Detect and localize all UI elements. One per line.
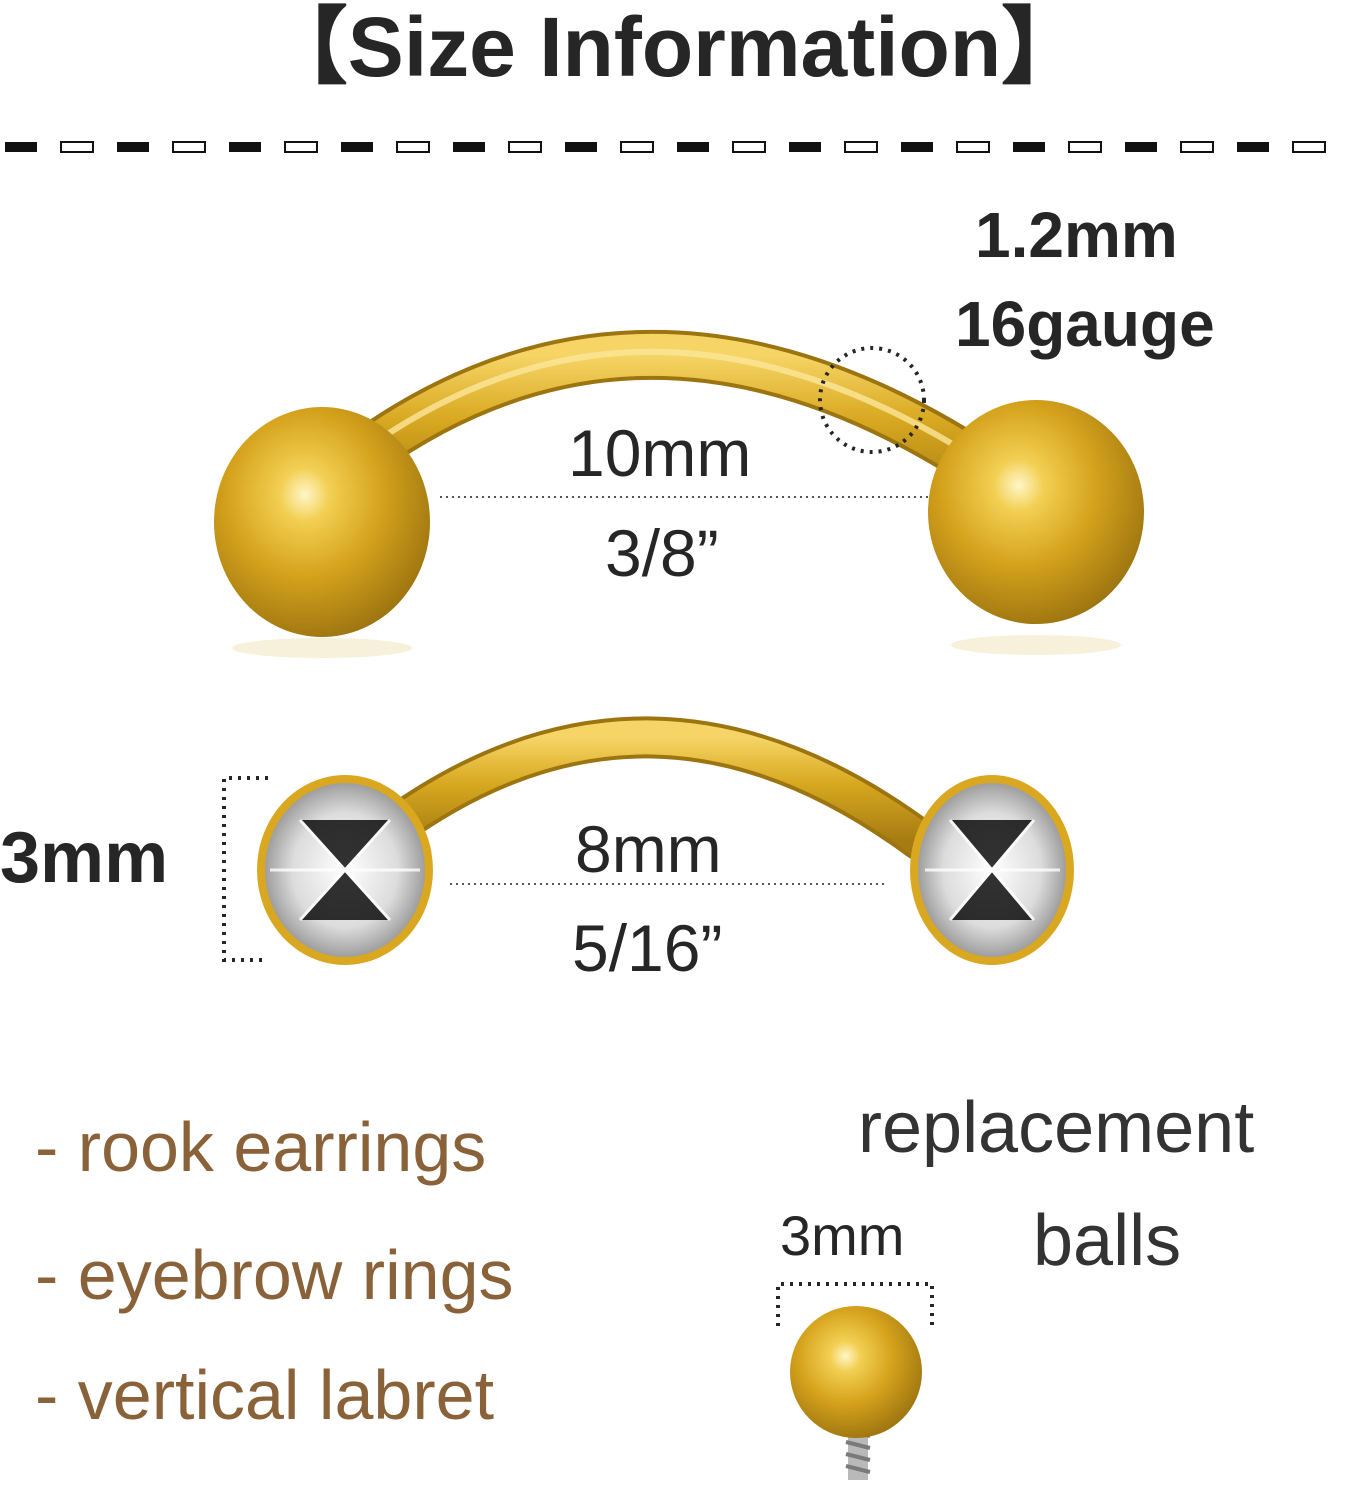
divider-dash-hollow bbox=[1068, 141, 1102, 153]
divider-dash-hollow bbox=[1180, 141, 1214, 153]
divider-dash-solid bbox=[1237, 142, 1269, 152]
divider-dash-solid bbox=[453, 142, 485, 152]
divider-dash-hollow bbox=[172, 141, 206, 153]
divider-dash-solid bbox=[677, 142, 709, 152]
divider-dash-solid bbox=[341, 142, 373, 152]
divider-dash-hollow bbox=[844, 141, 878, 153]
divider-dash-solid bbox=[901, 142, 933, 152]
divider-dash-hollow bbox=[732, 141, 766, 153]
length-inch-label-top: 3/8” bbox=[605, 516, 719, 590]
length-mm-label-bottom: 8mm bbox=[575, 812, 722, 886]
divider-dash-hollow bbox=[508, 141, 542, 153]
divider-dash-solid bbox=[789, 142, 821, 152]
divider-dash-solid bbox=[1125, 142, 1157, 152]
ball-size-bracket bbox=[776, 1282, 934, 1326]
replacement-ball-size: 3mm bbox=[780, 1204, 905, 1267]
page-title: 【Size Information】 bbox=[263, 0, 1086, 94]
divider-dash-solid bbox=[117, 142, 149, 152]
curved-barbell-ball-ends bbox=[214, 329, 1144, 658]
divider-dash-hollow bbox=[396, 141, 430, 153]
gauge-marker-circle bbox=[818, 346, 926, 454]
replacement-subtitle: balls bbox=[1033, 1201, 1182, 1281]
divider-dash-hollow bbox=[60, 141, 94, 153]
stone-size-label: 3mm bbox=[0, 818, 169, 898]
use-item-eyebrow: - eyebrow rings bbox=[35, 1236, 514, 1314]
length-mm-label-top: 10mm bbox=[568, 416, 752, 490]
dashed-divider bbox=[5, 141, 1326, 153]
use-item-labret: - vertical labret bbox=[35, 1356, 495, 1434]
replacement-title: replacement bbox=[858, 1088, 1255, 1168]
length-inch-label-bottom: 5/16” bbox=[572, 911, 723, 985]
divider-dash-solid bbox=[565, 142, 597, 152]
divider-dash-solid bbox=[229, 142, 261, 152]
curved-barbell-gem-ends bbox=[257, 716, 1074, 965]
stone-size-bracket bbox=[222, 776, 268, 962]
divider-dash-hollow bbox=[284, 141, 318, 153]
divider-dash-hollow bbox=[620, 141, 654, 153]
divider-dash-hollow bbox=[1292, 141, 1326, 153]
use-item-rook: - rook earrings bbox=[35, 1108, 487, 1186]
divider-dash-hollow bbox=[956, 141, 990, 153]
divider-dash-solid bbox=[5, 142, 37, 152]
gauge-mm-label: 1.2mm bbox=[975, 199, 1178, 271]
replacement-ball-image bbox=[790, 1306, 922, 1480]
divider-dash-solid bbox=[1013, 142, 1045, 152]
gauge-number-label: 16gauge bbox=[955, 288, 1215, 360]
